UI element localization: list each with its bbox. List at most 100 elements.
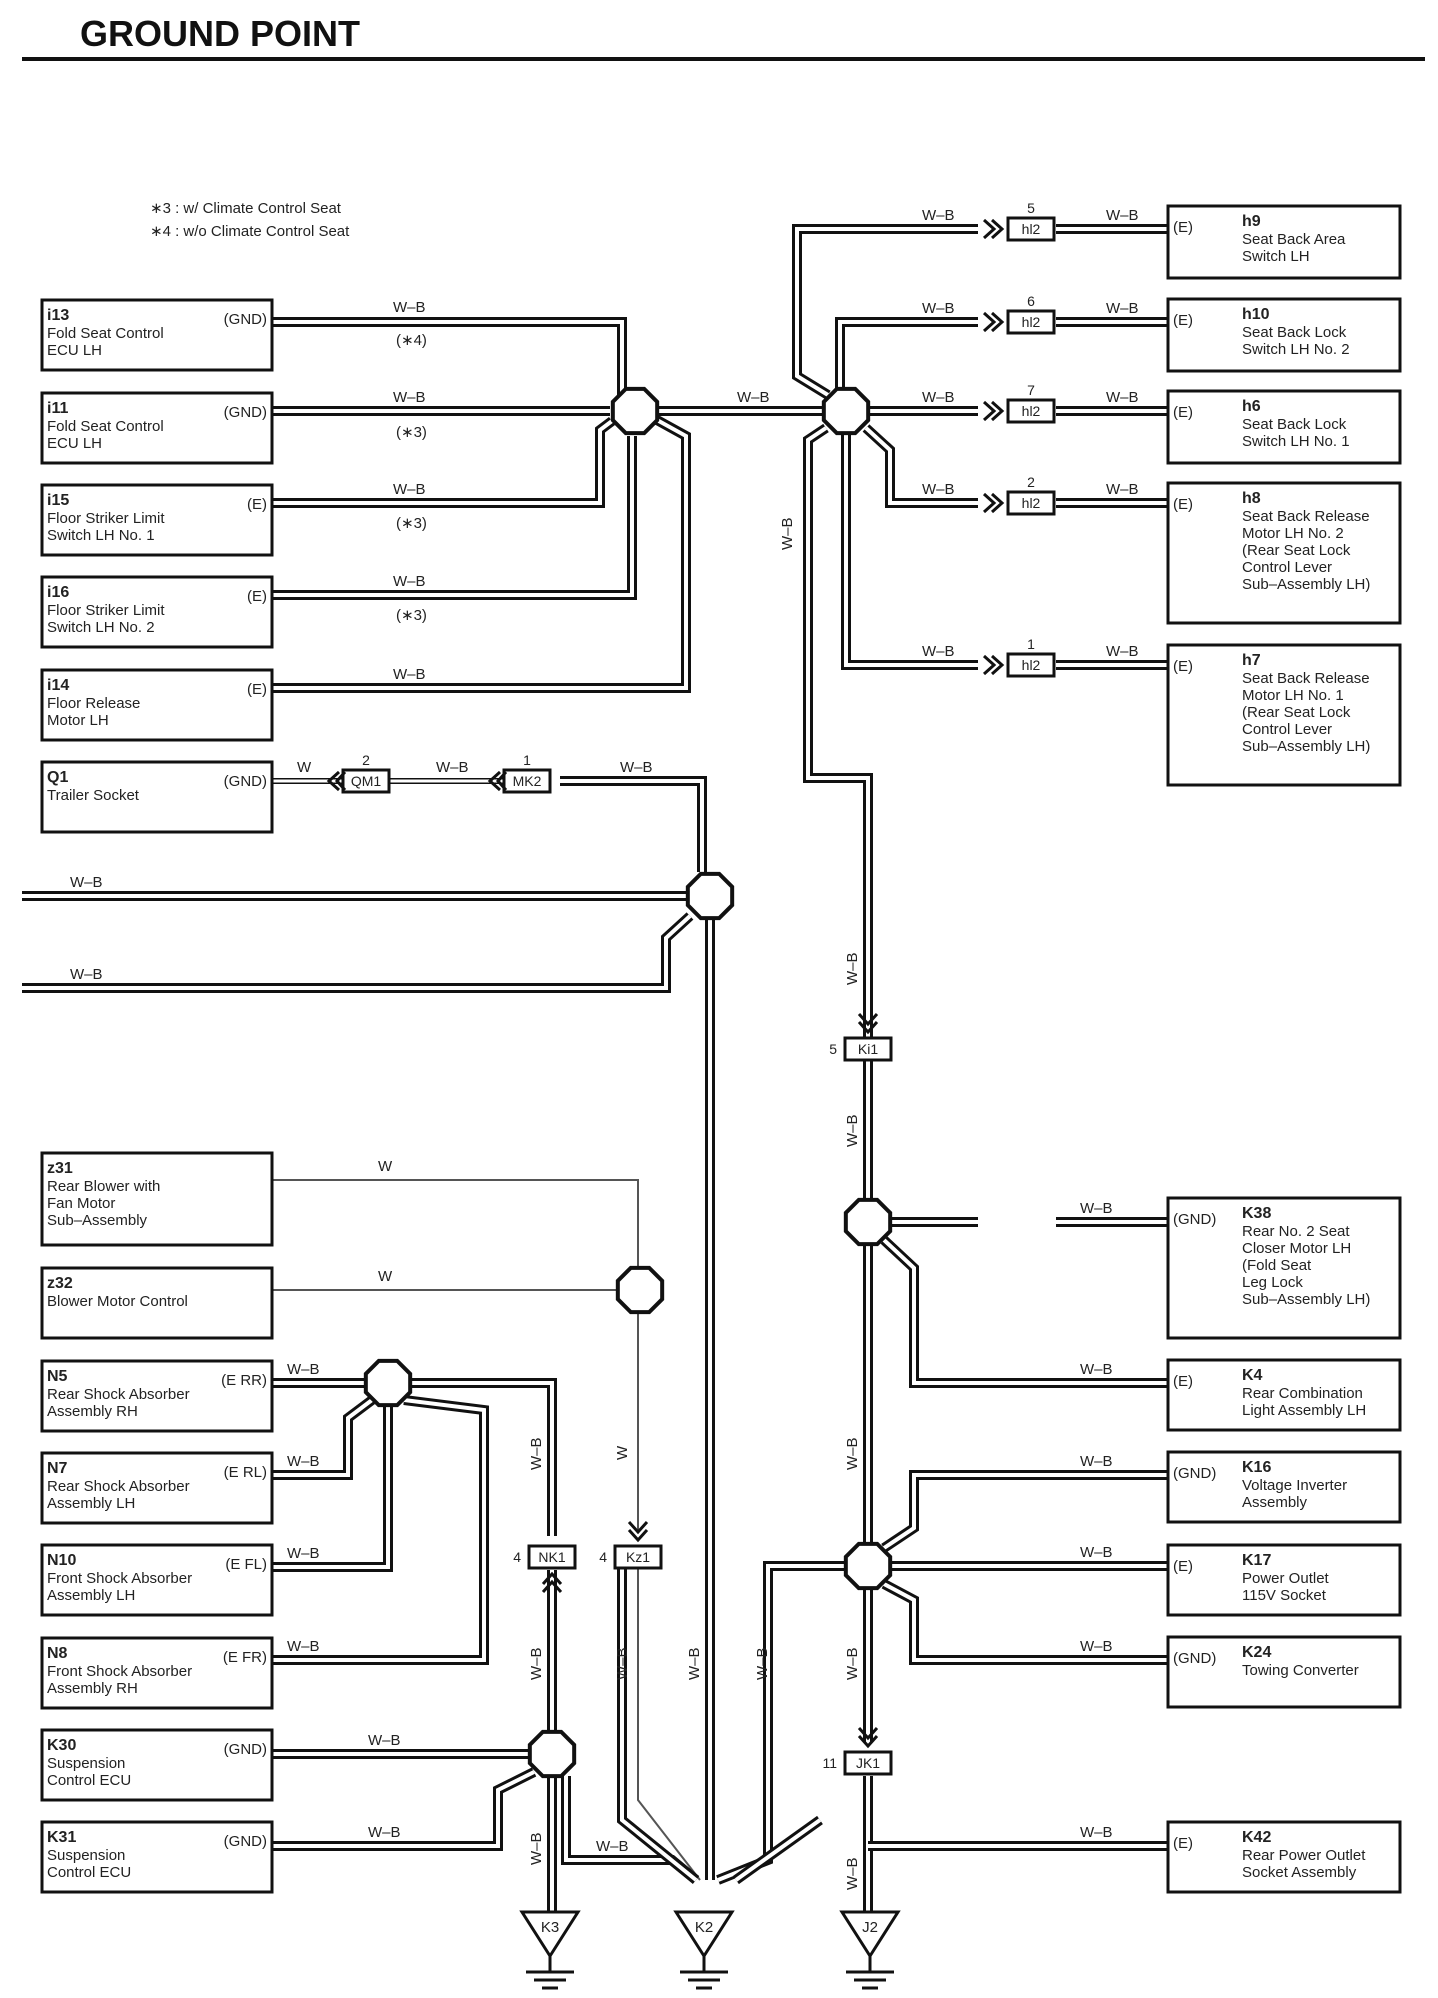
component-code: N5 — [47, 1368, 68, 1385]
junction-7 — [843, 1541, 893, 1591]
component-pin: (E) — [1173, 1558, 1193, 1575]
label-n8: W–B — [287, 1638, 320, 1655]
component-name-line: Floor Striker Limit — [47, 602, 165, 619]
label-k38: W–B — [1080, 1200, 1113, 1217]
component-name-line: Assembly — [1242, 1494, 1308, 1511]
ground-K3-label: K3 — [541, 1919, 559, 1936]
component-name-line: Assembly RH — [47, 1680, 138, 1697]
junction-2 — [821, 386, 871, 436]
connector-mk2-pin: 1 — [523, 752, 531, 768]
component-name-line: Assembly LH — [47, 1587, 135, 1604]
label-k16: W–B — [1080, 1453, 1113, 1470]
label-h7-in: W–B — [922, 643, 955, 660]
component-name-line: Voltage Inverter — [1242, 1477, 1347, 1494]
label-h8-in: W–B — [922, 481, 955, 498]
component-code: K17 — [1242, 1552, 1271, 1569]
component-name-line: 115V Socket — [1242, 1587, 1327, 1604]
component-pin: (GND) — [224, 773, 267, 790]
component-code: h7 — [1242, 652, 1261, 669]
label-ki1-down: W–B — [844, 1114, 861, 1147]
component-pin: (GND) — [1173, 1211, 1216, 1228]
component-code: h8 — [1242, 490, 1261, 507]
component-name-line: Trailer Socket — [47, 787, 140, 804]
component-name-line: Rear Shock Absorber — [47, 1478, 190, 1495]
ground-K2: K2 — [673, 1910, 735, 1990]
ground-K3: K3 — [519, 1910, 581, 1990]
connector-qm1-label: QM1 — [351, 773, 382, 789]
component-name-line: ECU LH — [47, 342, 102, 359]
label-j6-k2: W–B — [596, 1838, 629, 1855]
connector-kz1-pin: 4 — [599, 1549, 607, 1565]
wire-j2-ki1 — [803, 423, 873, 1040]
component-name-line: Control Lever — [1242, 721, 1332, 738]
label-h7-out: W–B — [1106, 643, 1139, 660]
component-pin: (E RL) — [224, 1464, 267, 1481]
junction-4 — [685, 871, 735, 921]
component-code: Q1 — [47, 769, 68, 786]
component-name-line: Front Shock Absorber — [47, 1663, 192, 1680]
junctions — [363, 386, 893, 1779]
component-code: K24 — [1242, 1644, 1271, 1661]
component-pin: (GND) — [224, 1741, 267, 1758]
label-i11: W–B — [393, 389, 426, 406]
component-name-line: Rear Power Outlet — [1242, 1847, 1366, 1864]
component-code: K30 — [47, 1737, 76, 1754]
label-i16: W–B — [393, 573, 426, 590]
component-name-line: ECU LH — [47, 435, 102, 452]
component-code: z32 — [47, 1275, 73, 1292]
component-pin: (E) — [1173, 404, 1193, 421]
connector-ki1-pin: 5 — [829, 1041, 837, 1057]
component-name-line: Control ECU — [47, 1864, 131, 1881]
label-h6-out: W–B — [1106, 389, 1139, 406]
component-name-line: Seat Back Lock — [1242, 416, 1347, 433]
component-name-line: Switch LH No. 2 — [1242, 341, 1350, 358]
component-name-line: Floor Release — [47, 695, 140, 712]
label-mk2-qm1: W–B — [436, 759, 469, 776]
component-pin: (E) — [1173, 219, 1193, 236]
component-name-line: Seat Back Lock — [1242, 324, 1347, 341]
wire-kz1-down — [637, 1568, 701, 1881]
label-jk1-j2: W–B — [844, 1857, 861, 1890]
component-name-line: Rear Blower with — [47, 1178, 160, 1195]
connector-hl2-6-label: hl2 — [1022, 314, 1041, 330]
connector-kz1-label: Kz1 — [626, 1549, 650, 1565]
label-k31: W–B — [368, 1824, 401, 1841]
note-no-climate-seat: ∗4 : w/o Climate Control Seat — [150, 223, 350, 240]
label-j3-j7: W–B — [844, 1437, 861, 1470]
component-name-line: Control Lever — [1242, 559, 1332, 576]
component-name-line: Leg Lock — [1242, 1274, 1303, 1291]
wire-i15 — [272, 417, 615, 508]
connector-jk1-pin: 11 — [822, 1755, 837, 1771]
connector-hl2-1-label: hl2 — [1022, 657, 1041, 673]
label-j1-j2: W–B — [737, 389, 770, 406]
component-pin: (E FR) — [223, 1649, 267, 1666]
label-mk2-j4: W–B — [620, 759, 653, 776]
label-h6-in: W–B — [922, 389, 955, 406]
label-i16-note: (∗3) — [396, 607, 427, 624]
wire-mk2-j4 — [560, 776, 707, 872]
component-pin: (E) — [247, 588, 267, 605]
wire-n10 — [272, 1407, 393, 1572]
label-left-1: W–B — [70, 874, 103, 891]
component-name-line: Socket Assembly — [1242, 1864, 1357, 1881]
connector-ki1: Ki1 5 — [829, 1012, 893, 1062]
junction-3 — [843, 1197, 893, 1247]
wire-k4 — [880, 1236, 1168, 1388]
component-name-line: Light Assembly LH — [1242, 1402, 1366, 1419]
label-h10-in: W–B — [922, 300, 955, 317]
connector-hl2-5-label: hl2 — [1022, 221, 1041, 237]
component-name-line: (Rear Seat Lock — [1242, 704, 1351, 721]
connector-ki1-label: Ki1 — [858, 1041, 878, 1057]
label-q1: W — [297, 759, 312, 776]
